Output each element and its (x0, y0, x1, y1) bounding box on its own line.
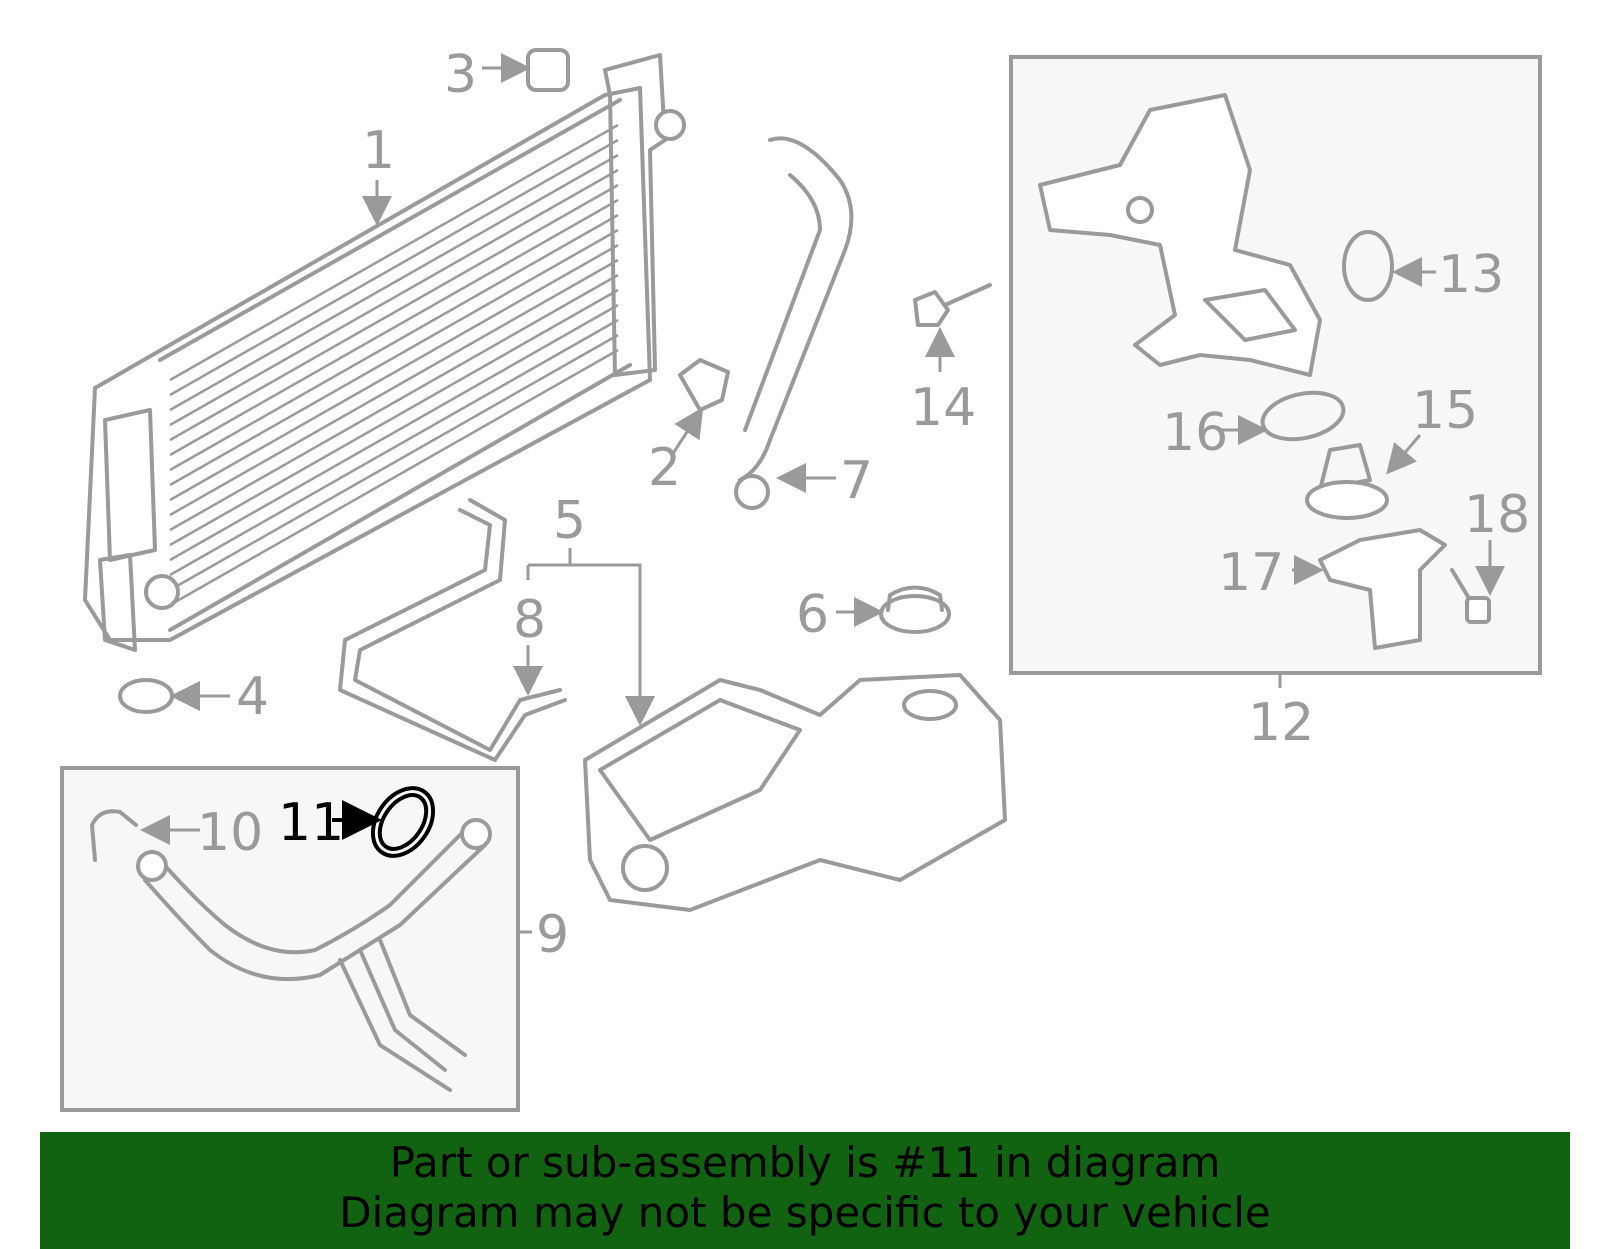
small-tube (90, 809, 138, 862)
callout-2: 2 (648, 438, 681, 498)
bypass-tube (353, 498, 562, 752)
callout-9: 9 (536, 905, 569, 965)
callout-8: 8 (513, 590, 546, 650)
callout-1: 1 (362, 121, 395, 181)
upper-hose (738, 136, 854, 482)
callout-7: 7 (840, 451, 873, 511)
callout-17: 17 (1218, 543, 1284, 603)
bolt (913, 283, 992, 327)
coolant-reservoir (583, 673, 1007, 912)
callout-18: 18 (1464, 485, 1530, 545)
water-outlet (1318, 528, 1447, 650)
callout-13: 13 (1438, 245, 1504, 305)
outlet-bolt (1450, 568, 1491, 624)
washer (118, 678, 174, 714)
callout-3: 3 (444, 45, 477, 105)
callout-4: 4 (236, 667, 269, 727)
callout-16: 16 (1162, 403, 1228, 463)
radiator (83, 53, 686, 652)
callout-11: 11 (278, 793, 344, 853)
thermostat (1305, 443, 1389, 520)
thermostat-housing (1038, 93, 1322, 377)
callout-6: 6 (796, 585, 829, 645)
heater-hose-assembly (136, 818, 492, 1092)
callout-10: 10 (197, 803, 263, 863)
grommet (678, 358, 730, 412)
callout-5: 5 (553, 491, 586, 551)
banner-line-1: Part or sub-assembly is #11 in diagram (389, 1138, 1221, 1187)
banner-line-2: Diagram may not be specific to your vehi… (339, 1188, 1271, 1237)
callout-14: 14 (910, 378, 976, 438)
callout-12: 12 (1248, 693, 1314, 753)
reservoir-cap (879, 585, 951, 634)
info-banner: Part or sub-assembly is #11 in diagram D… (40, 1132, 1570, 1249)
clip (526, 48, 570, 92)
callout-15: 15 (1412, 381, 1478, 441)
